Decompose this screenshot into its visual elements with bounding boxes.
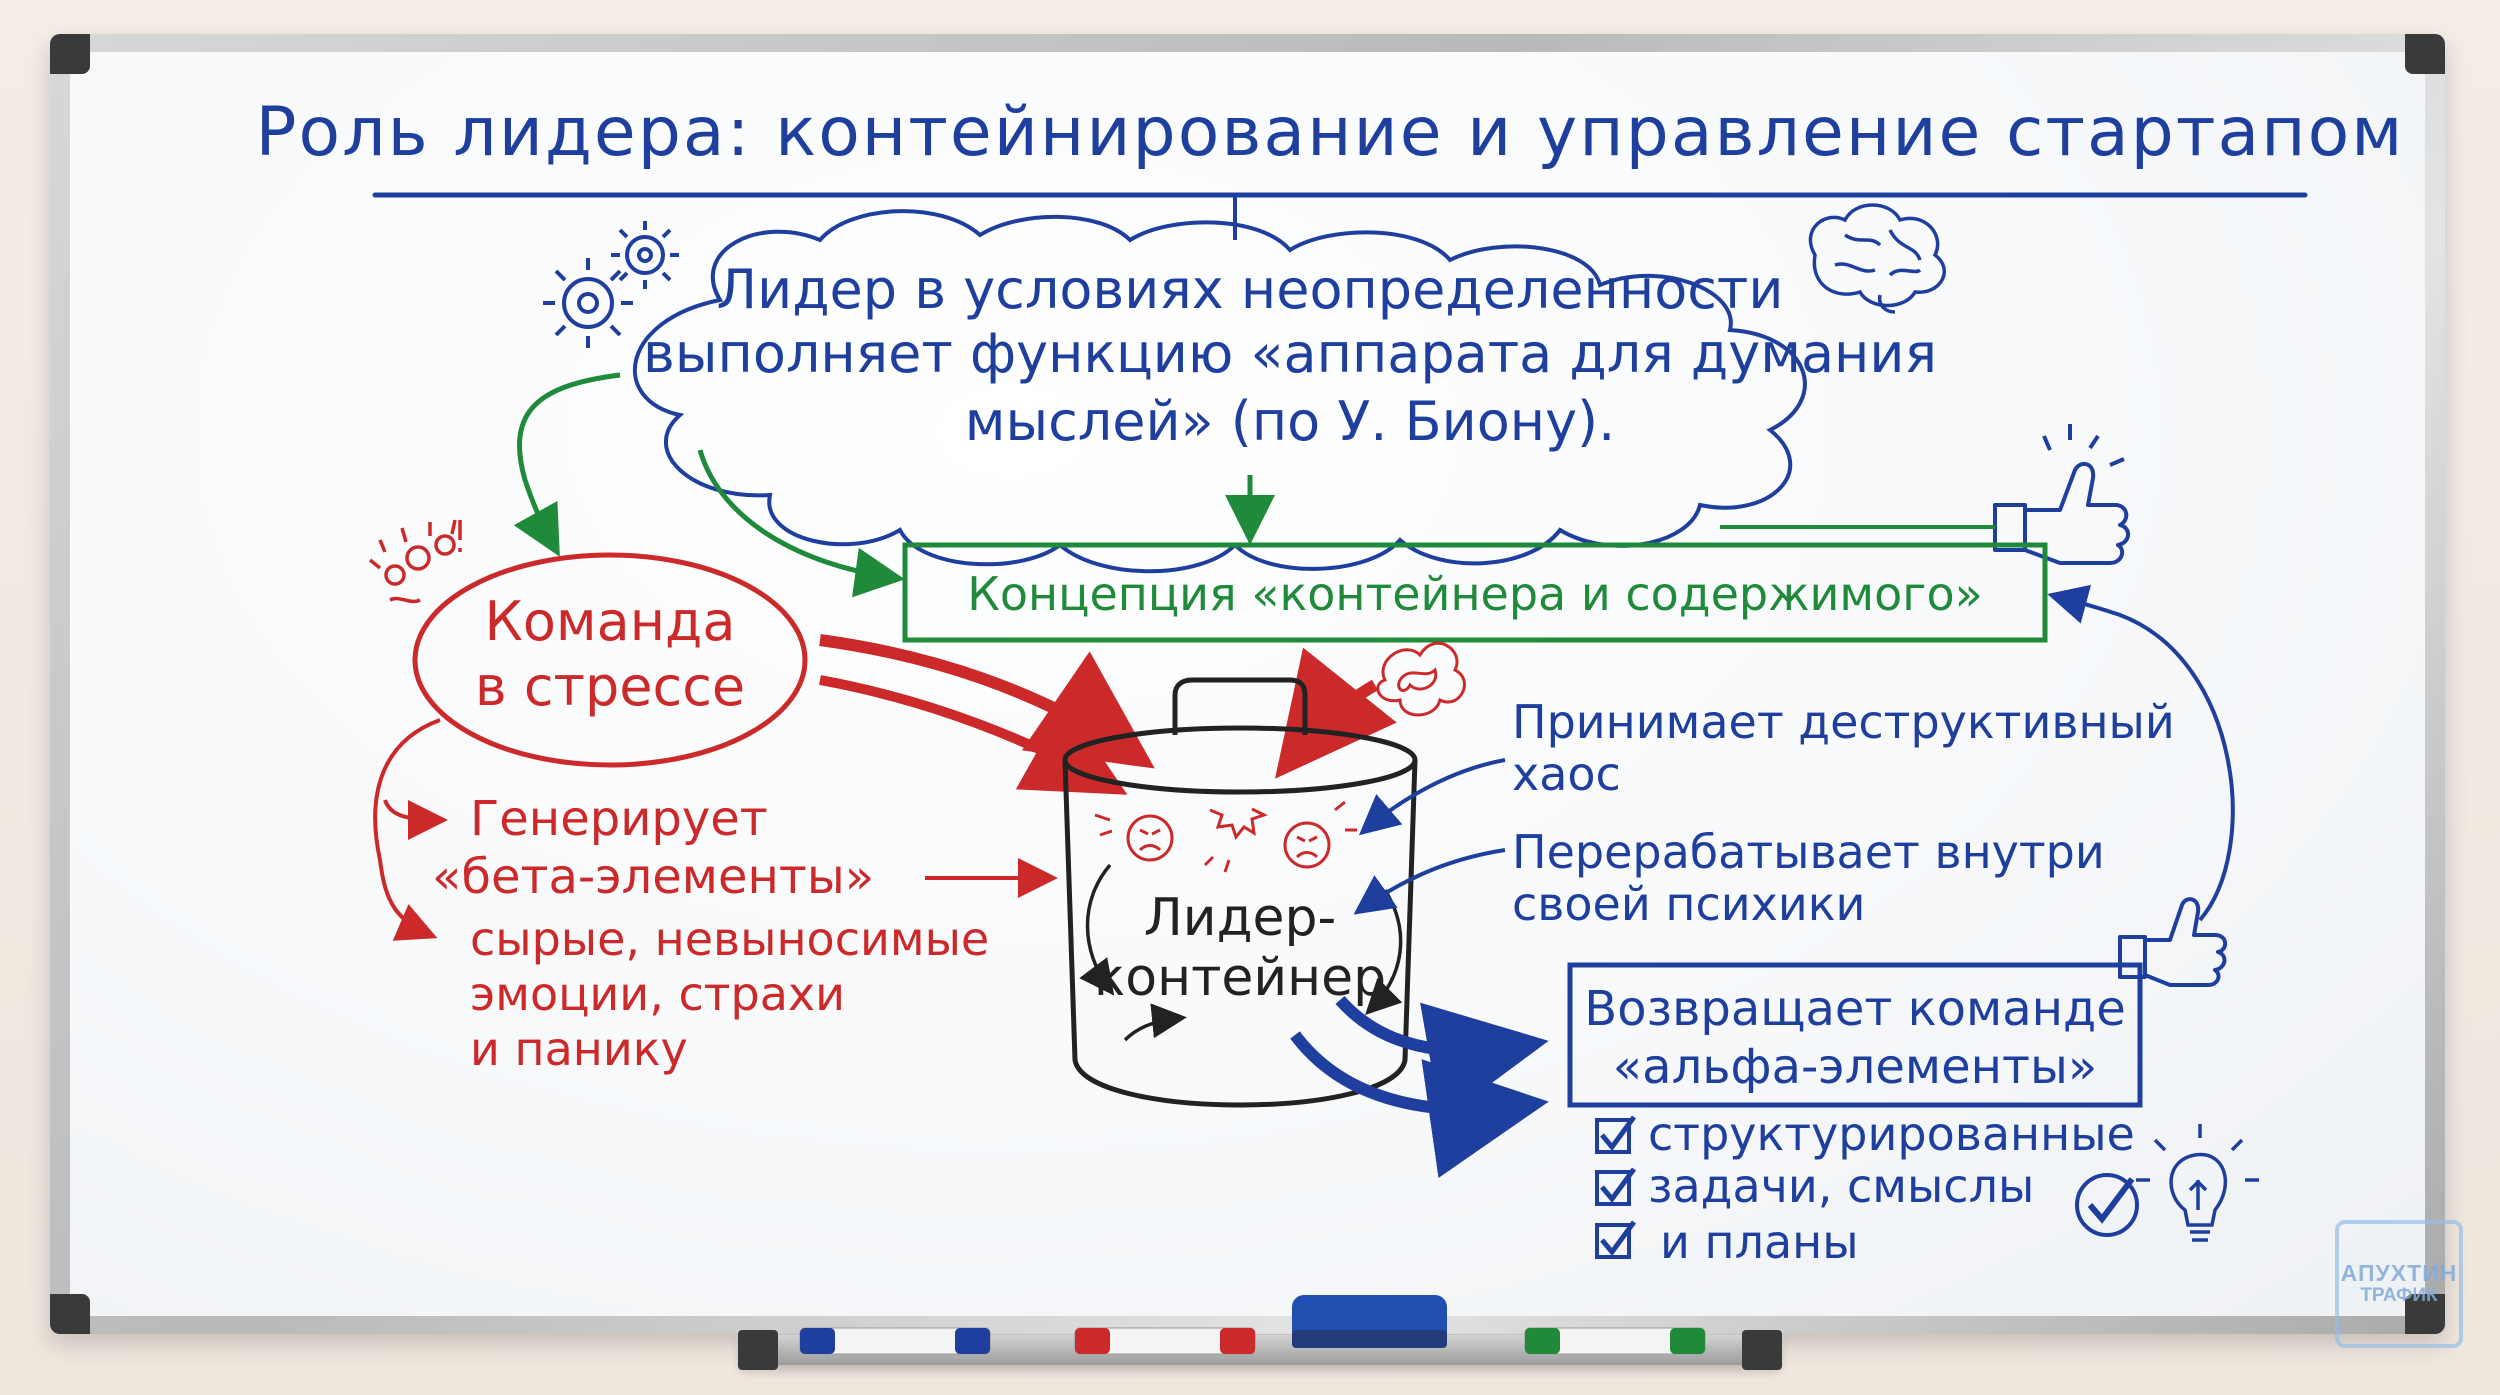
tray-end-cap: [1742, 1330, 1782, 1370]
processes-line2: своей психики: [1512, 877, 1865, 931]
cloud-to-team-arrow: [513, 372, 621, 557]
chaos-scribble-icon: [1376, 641, 1466, 717]
eraser: [1292, 1295, 1447, 1348]
team-ellipse: [412, 552, 808, 768]
frame-corner: [50, 34, 90, 74]
raw-emotions-line1: сырые, невыносимые: [470, 912, 989, 966]
team-to-container-arrow-2: [819, 675, 1128, 795]
thumbs-up-icon: [1993, 424, 2130, 565]
accepts-line1: Принимает деструктивный: [1512, 695, 2175, 749]
team-ellipse-line2: в стрессе: [475, 655, 745, 718]
watermark-line1: АПУХТИН: [2340, 1259, 2458, 1286]
frame-corner: [2405, 1294, 2445, 1334]
generates-line2: «бета-элементы»: [432, 849, 874, 905]
team-branch-line: [373, 718, 441, 941]
tray-end-cap: [738, 1330, 778, 1370]
accepts-line2: хаос: [1512, 747, 1621, 801]
watermark-line2: ТРАФИК: [2360, 1285, 2438, 1307]
raw-emotions-line3: и панику: [470, 1022, 688, 1076]
team-to-generates-arrow: [383, 799, 448, 840]
team-ellipse-line1: Команда: [485, 590, 736, 653]
check-mark: [1600, 1167, 1637, 1204]
accepts-arrow: [1358, 758, 1506, 836]
container-out-arrow-2: [1290, 1031, 1549, 1178]
checkmark-circle-icon: [2075, 1173, 2139, 1237]
checklist-item-text: задачи, смыслы: [1648, 1159, 2034, 1213]
checkbox-icon: [1595, 1170, 1631, 1206]
returns-box-line2: «альфа-элементы»: [1613, 1039, 2097, 1095]
container-cycle-arrow-bottom: [1123, 1003, 1187, 1042]
concept-box: [902, 542, 2048, 643]
thought-cloud: [632, 209, 1807, 574]
container-cycle-arrow-left: [1079, 863, 1115, 996]
generates-line1: Генерирует: [470, 791, 768, 847]
checklist-item-text: и планы: [1660, 1215, 1859, 1269]
brain-icon: [1808, 203, 1946, 314]
cloud-text-line2: выполняет функцию «аппарата для думания: [643, 322, 1937, 385]
team-to-container-arrow-1: [819, 634, 1155, 769]
check-mark: [1600, 1220, 1637, 1257]
blue-marker: [799, 1327, 991, 1355]
checkbox-icon: [1595, 1118, 1631, 1154]
container-label-line2: контейнер: [1094, 948, 1386, 1008]
diagram-title: Роль лидера: контейнирование и управлени…: [256, 93, 2405, 172]
check-mark: [1600, 1115, 1637, 1152]
processes-line1: Перерабатывает внутри: [1512, 825, 2105, 879]
lightbulb-icon: [2136, 1124, 2259, 1242]
stress-scribble-icon: [368, 519, 462, 604]
checkbox-icon: [1595, 1223, 1631, 1259]
returns-box-line1: Возвращает команде: [1584, 981, 2125, 1037]
thumbs-up-icon: [2118, 897, 2228, 987]
checklist-item: структурированные: [1595, 1107, 2135, 1161]
angry-faces-icon: [1094, 800, 1357, 873]
processes-arrow: [1353, 848, 1506, 915]
gears-icon: [543, 221, 679, 348]
checklist-item-text: структурированные: [1648, 1107, 2135, 1161]
checklist-item: и планы: [1595, 1215, 1859, 1269]
chaos-to-container-arrow: [1275, 647, 1397, 779]
watermark-logo: АПУХТИН ТРАФИК: [2335, 1220, 2463, 1348]
container-label-line1: Лидер-: [1144, 888, 1337, 948]
cloud-text-line1: Лидер в условиях неопределенности: [717, 258, 1784, 321]
red-marker: [1074, 1327, 1256, 1355]
frame-corner: [50, 1294, 90, 1334]
green-marker: [1524, 1327, 1706, 1355]
concept-box-label: Концепция «контейнера и содержимого»: [967, 567, 1982, 621]
cloud-text-line3: мыслей» (по У. Биону).: [965, 390, 1616, 453]
raw-emotions-line2: эмоции, страхи: [470, 967, 845, 1021]
checklist: структурированные задачи, смыслы и планы: [1595, 1107, 2135, 1269]
cloud-to-concept-arrow: [697, 449, 905, 598]
alpha-return-loop-arrow: [2047, 584, 2235, 922]
container-pot: [1062, 677, 1418, 1108]
checklist-item: задачи, смыслы: [1595, 1159, 2034, 1213]
frame-corner: [2405, 34, 2445, 74]
returns-box: [1567, 962, 2143, 1108]
container-out-arrow-1: [1335, 995, 1549, 1121]
